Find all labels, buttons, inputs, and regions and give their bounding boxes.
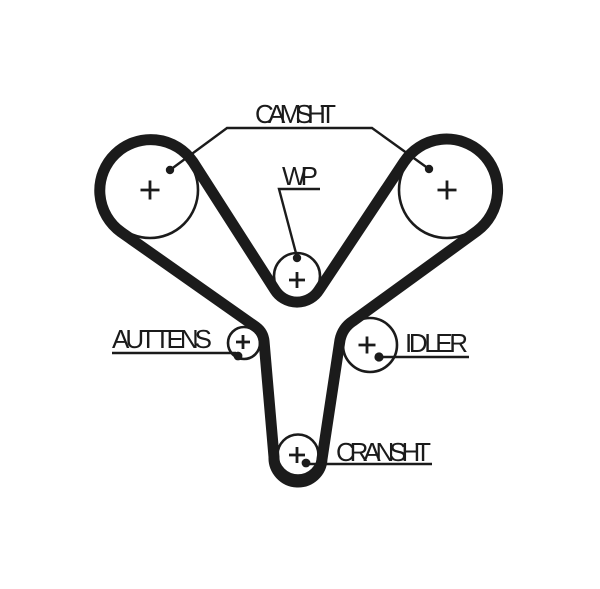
water-pump-leader-line (277, 187, 320, 258)
tensioner-leader-dot (233, 351, 243, 361)
camshaft-label: CAMSHT (255, 99, 336, 129)
camshaft-right-center-mark-icon (437, 180, 457, 200)
idler-center-mark-icon (358, 336, 376, 354)
crankshaft-leader-dot (301, 458, 311, 468)
camshaft-left-center-mark-icon (140, 180, 160, 200)
tensioner-label: AUT TENS (112, 324, 212, 354)
camshaft-right-leader-dot (424, 164, 434, 174)
water-pump-center-mark-icon (289, 272, 305, 288)
crankshaft-center-mark-icon (289, 447, 305, 463)
water-pump-label: WP (282, 161, 318, 191)
crankshaft-label: CRANSHT (336, 437, 431, 467)
idler-leader-dot (374, 352, 384, 362)
timing-belt (94, 133, 504, 488)
water-pump-leader-dot (292, 253, 302, 263)
idler-label: IDLER (405, 328, 468, 358)
camshaft-left-leader-dot (165, 165, 175, 175)
tensioner-center-mark-icon (236, 335, 250, 349)
camshaft-leader-line (169, 126, 430, 171)
